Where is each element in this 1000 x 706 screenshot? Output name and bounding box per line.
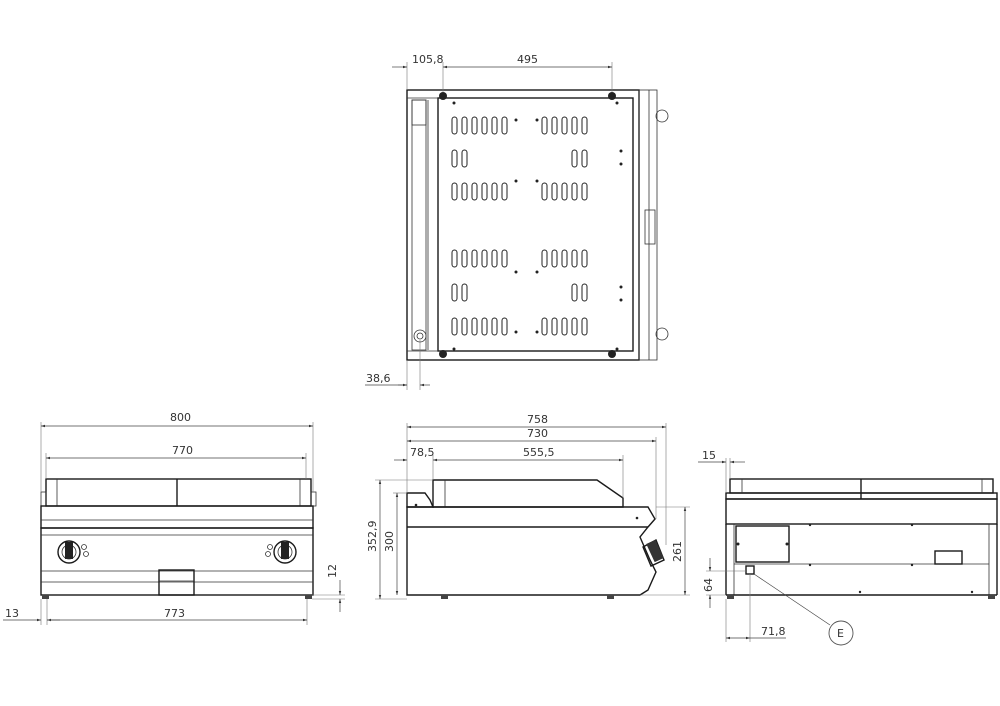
dim-front-feet-width: 773 <box>164 607 185 620</box>
callout-e-marker <box>828 620 854 646</box>
dim-side-overall-height: 352,9 <box>366 521 379 553</box>
dim-side-plate-depth: 555,5 <box>523 446 555 459</box>
dim-top-left-offset: 105,8 <box>412 53 444 66</box>
rear-view: 15 64 71,8 E <box>698 449 998 646</box>
callout-e-label: E <box>837 627 844 640</box>
dim-front-plate-width: 770 <box>172 444 193 457</box>
right-knob <box>265 540 297 564</box>
dim-top-feet-spacing: 495 <box>517 53 538 66</box>
dim-front-foot-offset: 13 <box>5 607 19 620</box>
dim-side-front-height: 261 <box>671 541 684 562</box>
dim-front-overall-width: 800 <box>170 411 191 424</box>
dim-rear-connection-offset: 71,8 <box>761 625 786 638</box>
dim-top-bottom-offset: 38,6 <box>366 372 391 385</box>
left-knob <box>57 540 89 564</box>
vent-slots <box>451 116 588 336</box>
dim-side-body-depth: 730 <box>527 427 548 440</box>
dim-side-body-height: 300 <box>383 531 396 552</box>
dim-side-overall-depth: 758 <box>527 413 548 426</box>
top-view: 105,8 495 38,6 <box>365 53 669 390</box>
dim-rear-edge-offset: 15 <box>702 449 716 462</box>
dim-rear-connection-height: 64 <box>702 578 715 592</box>
side-knob <box>642 539 665 567</box>
dim-side-plate-offset: 78,5 <box>410 446 435 459</box>
dim-front-foot-height: 12 <box>326 564 339 578</box>
side-view: 758 730 78,5 555,5 352,9 300 261 <box>366 413 690 600</box>
front-view: 800 770 773 13 12 <box>3 411 345 625</box>
